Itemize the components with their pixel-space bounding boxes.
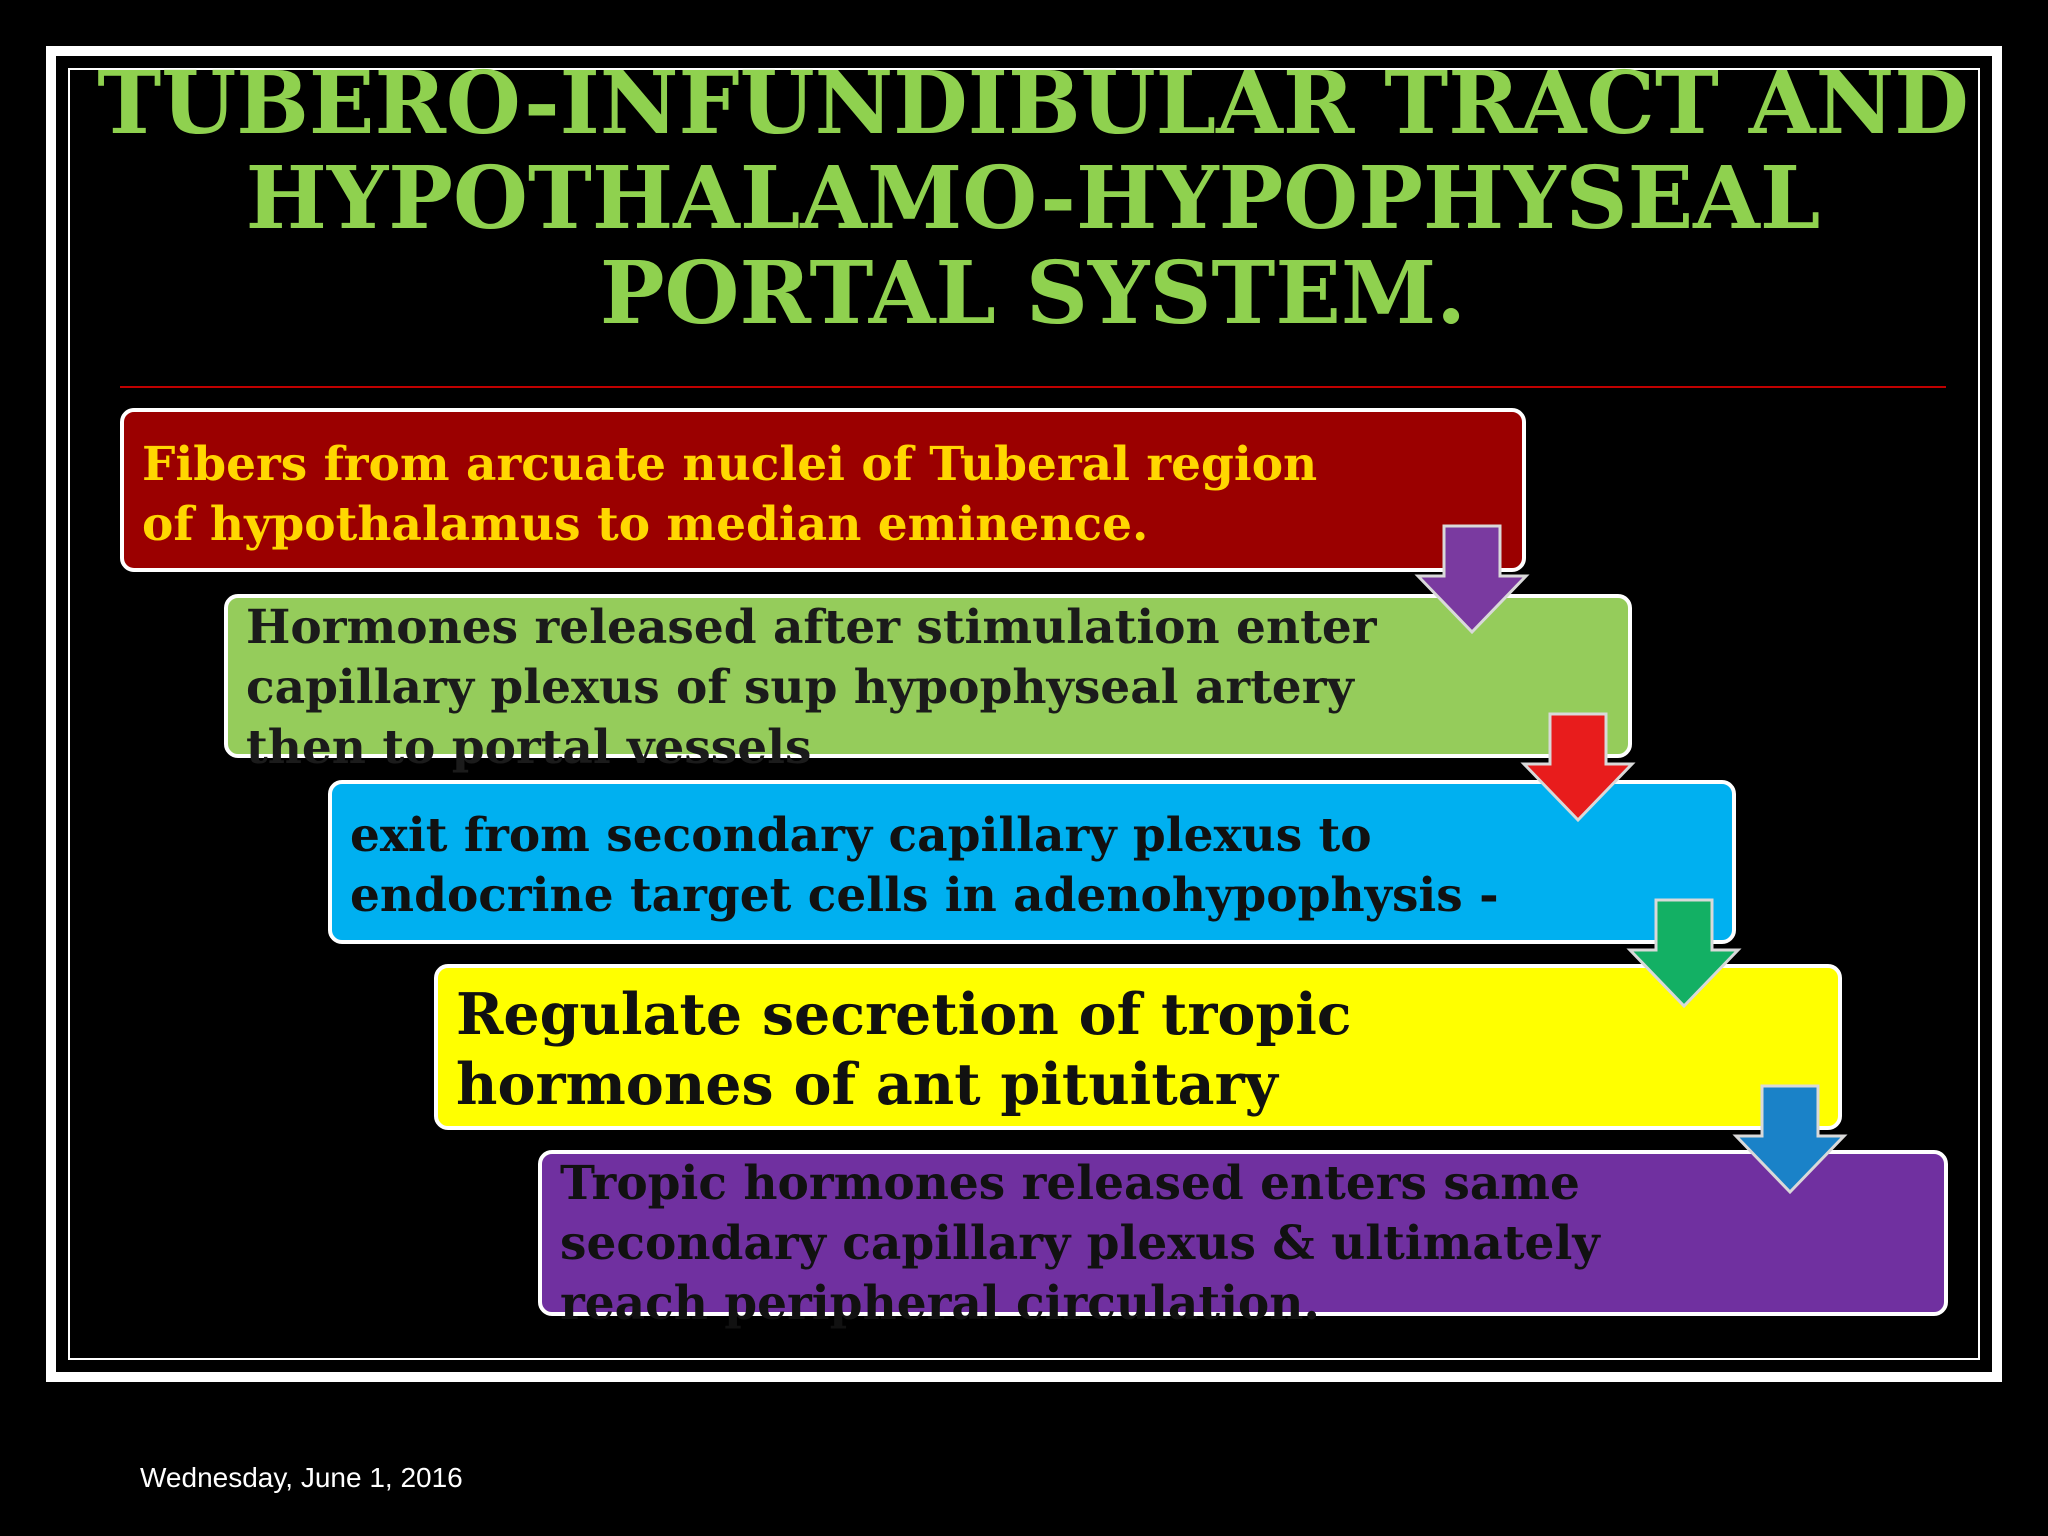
down-arrow-icon: [1414, 522, 1530, 638]
flow-step-4: Regulate secretion of tropic hormones of…: [434, 964, 1842, 1130]
step-4-line-1: Regulate secretion of tropic: [456, 981, 1352, 1048]
step-3-line-2: endocrine target cells in adenohypophysi…: [350, 868, 1499, 923]
title-line-2: HYPOTHALAMO-HYPOPHYSEAL: [245, 148, 1821, 249]
step-2-line-2: capillary plexus of sup hypophyseal arte…: [246, 660, 1354, 715]
step-2-line-3: then to portal vessels: [246, 720, 812, 775]
down-arrow-icon: [1732, 1082, 1848, 1198]
down-arrow-icon: [1626, 896, 1742, 1012]
title-line-3: PORTAL SYSTEM.: [599, 243, 1467, 344]
step-3-line-1: exit from secondary capillary plexus to: [350, 808, 1372, 863]
slide-inner-border: [68, 68, 1980, 1360]
step-2-line-1: Hormones released after stimulation ente…: [246, 600, 1377, 655]
step-5-line-1: Tropic hormones released enters same: [560, 1156, 1580, 1211]
flow-step-5: Tropic hormones released enters same sec…: [538, 1150, 1948, 1331]
step-4-line-2: hormones of ant pituitary: [456, 1051, 1278, 1118]
step-1-line-1: Fibers from arcuate nuclei of Tuberal re…: [142, 437, 1318, 492]
down-arrow-icon: [1520, 710, 1636, 826]
flow-step-2: Hormones released after stimulation ente…: [224, 594, 1632, 775]
step-1-line-2: of hypothalamus to median eminence.: [142, 497, 1149, 552]
title-line-1: TUBERO-INFUNDIBULAR TRACT AND: [97, 53, 1969, 154]
step-5-line-3: reach peripheral circulation.: [560, 1276, 1320, 1331]
slide-outer-border: [46, 46, 2002, 1382]
step-5-line-2: secondary capillary plexus & ultimately: [560, 1216, 1600, 1271]
footer-date: Wednesday, June 1, 2016: [140, 1462, 463, 1493]
flow-step-1: Fibers from arcuate nuclei of Tuberal re…: [120, 408, 1526, 572]
slide-title: TUBERO-INFUNDIBULAR TRACT AND HYPOTHALAM…: [90, 56, 1976, 341]
flow-step-3: exit from secondary capillary plexus to …: [328, 780, 1736, 944]
title-divider: [120, 386, 1946, 388]
